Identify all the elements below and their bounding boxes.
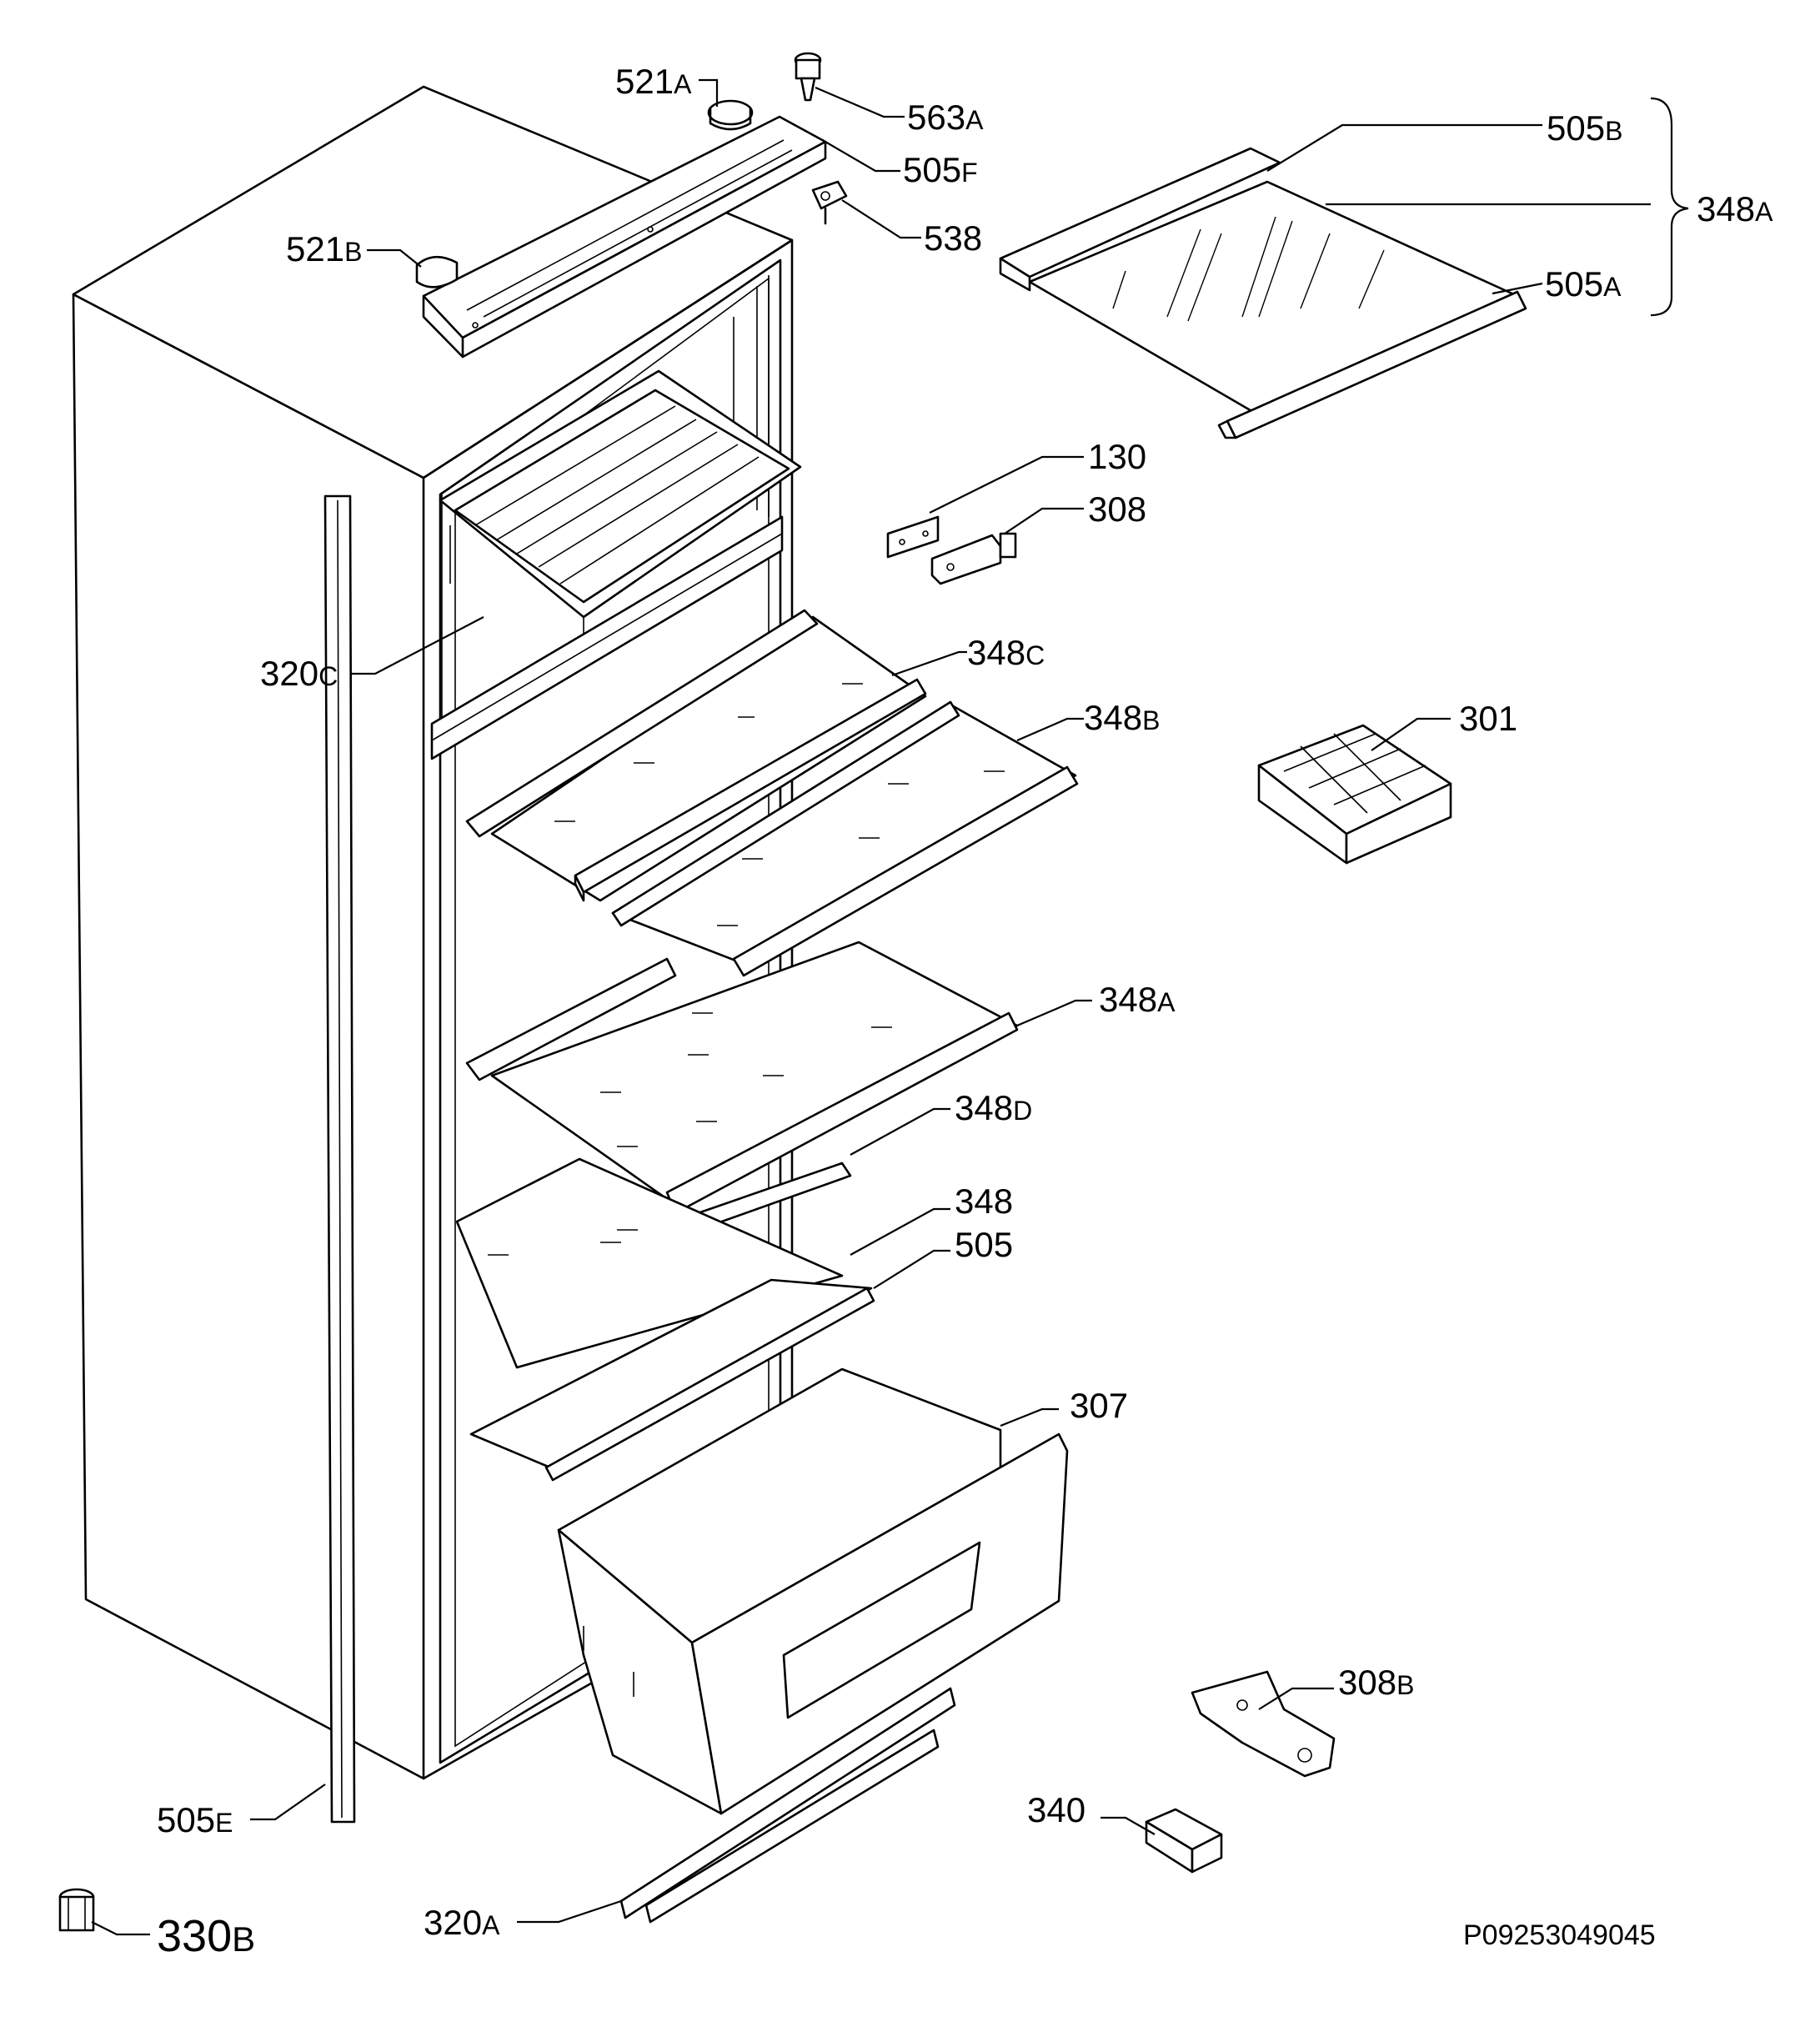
shelf-assembly-348a: [999, 147, 1527, 439]
rail-505: [469, 1278, 875, 1482]
plate-130: [886, 515, 940, 559]
callout-521a: 521A: [615, 62, 692, 101]
callout-340: 340: [1027, 1790, 1085, 1829]
callout-308b: 308B: [1338, 1663, 1414, 1702]
hinge-cover-521a: [707, 99, 754, 131]
callout-348: 348: [955, 1182, 1013, 1221]
callout-320c: 320C: [260, 654, 338, 693]
catalog-number: P09253049045: [1463, 1919, 1656, 1951]
shelf-348: [455, 1157, 844, 1369]
shelf-348a: [465, 941, 1019, 1215]
callout-505: 505: [955, 1225, 1013, 1264]
callout-505a: 505A: [1545, 264, 1622, 304]
callout-505e: 505E: [157, 1800, 233, 1839]
callout-505b: 505B: [1547, 108, 1622, 148]
callout-labels: 521A 563A 505F 538 521B 505B 348A 505A 1…: [157, 62, 1773, 1961]
crisper-drawer-307: [557, 1367, 1069, 1815]
pin-563a: [794, 52, 822, 102]
callout-521b: 521B: [286, 229, 362, 268]
callout-348a-group: 348A: [1697, 189, 1773, 228]
callout-348d: 348D: [955, 1088, 1032, 1127]
cover-521b: [415, 255, 459, 288]
callout-307: 307: [1070, 1386, 1128, 1425]
leader-lines: [91, 78, 1689, 1936]
block-340: [1145, 1808, 1223, 1874]
callout-130: 130: [1088, 437, 1146, 476]
callout-538: 538: [924, 218, 982, 258]
freezer-wire-shelf: [439, 369, 802, 634]
callout-348c: 348C: [967, 633, 1045, 672]
callout-330b: 330B: [157, 1911, 255, 1961]
callout-320a: 320A: [424, 1903, 500, 1942]
callout-563a: 563A: [907, 98, 984, 137]
gasket-strip-505e: [323, 494, 356, 1824]
foot-330b: [58, 1888, 95, 1932]
hinge-308: [930, 532, 1017, 585]
callout-301: 301: [1459, 699, 1517, 738]
bottom-grille-320a: [619, 1687, 956, 1924]
callout-348a: 348A: [1099, 980, 1176, 1019]
hinge-538: [811, 180, 848, 225]
hinge-308b: [1191, 1670, 1336, 1778]
shelf-348c: [465, 609, 927, 902]
callout-348b: 348B: [1084, 698, 1160, 737]
shelf-348b: [611, 700, 1079, 977]
callout-308: 308: [1088, 489, 1146, 529]
ice-tray-301: [1257, 724, 1452, 865]
callout-505f: 505F: [903, 150, 978, 189]
